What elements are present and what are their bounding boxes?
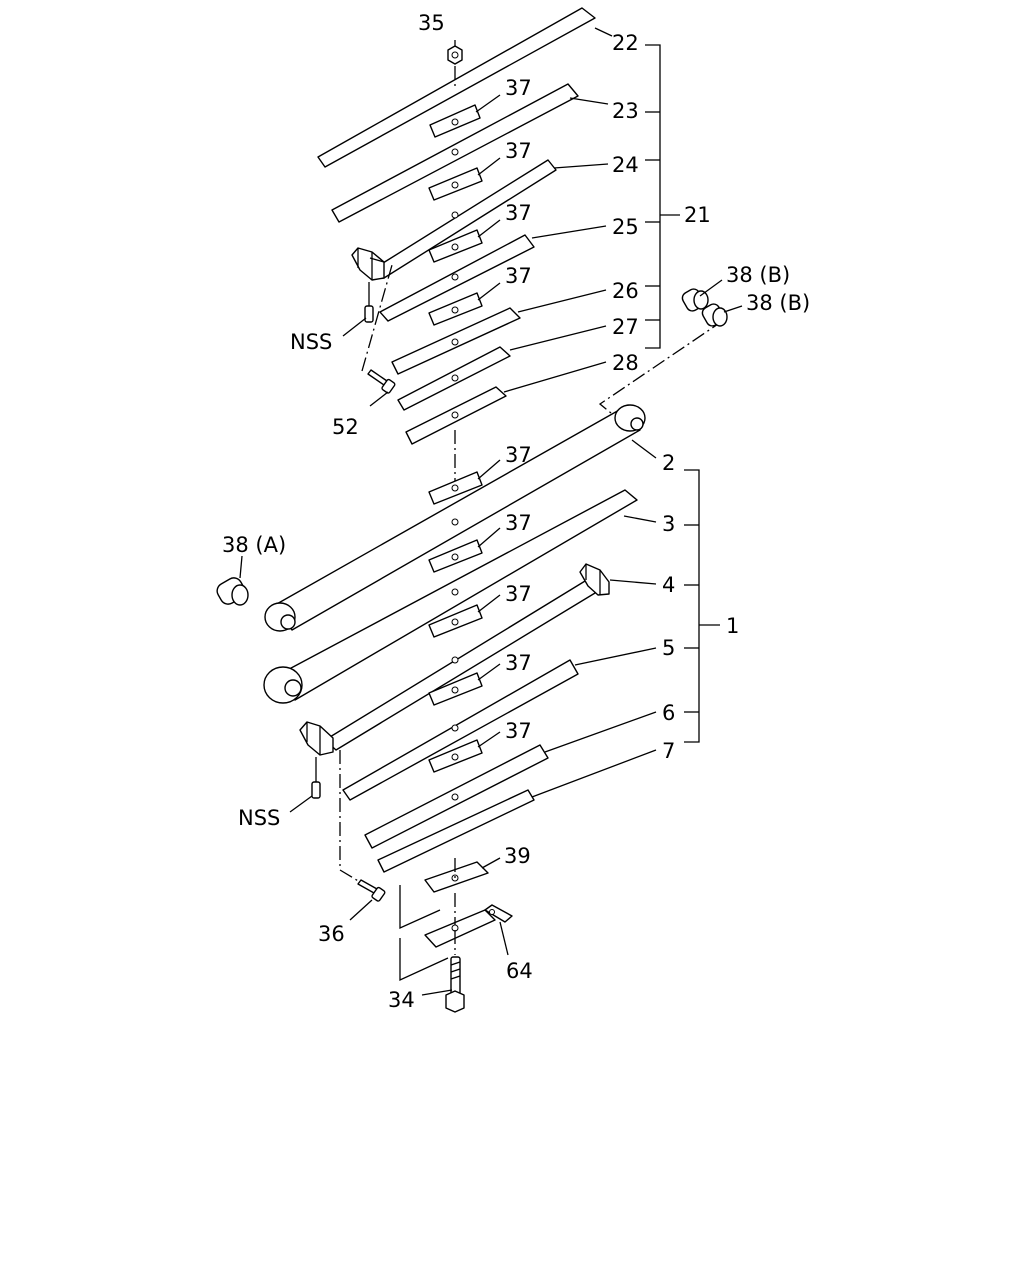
label-nss: NSS bbox=[290, 330, 332, 354]
label-7: 7 bbox=[662, 739, 675, 763]
center-bolt-34 bbox=[445, 930, 465, 1013]
label-37: 37 bbox=[505, 443, 532, 467]
label-2: 2 bbox=[662, 451, 675, 475]
label-37: 37 bbox=[505, 201, 532, 225]
label-1: 1 bbox=[726, 614, 739, 638]
bushing-38a bbox=[216, 577, 249, 606]
label-37: 37 bbox=[505, 76, 532, 100]
label-52: 52 bbox=[332, 415, 359, 439]
label-37: 37 bbox=[505, 139, 532, 163]
label-22: 22 bbox=[612, 31, 639, 55]
label-64: 64 bbox=[506, 959, 533, 983]
label-21: 21 bbox=[684, 203, 711, 227]
label-38b: 38 (B) bbox=[726, 263, 790, 287]
bolt-52 bbox=[361, 264, 396, 394]
leaf-22 bbox=[317, 7, 596, 168]
label-37: 37 bbox=[505, 651, 532, 675]
label-37: 37 bbox=[505, 511, 532, 535]
label-28: 28 bbox=[612, 351, 639, 375]
leaf-2 bbox=[264, 404, 646, 632]
label-nss: NSS bbox=[238, 806, 280, 830]
label-37: 37 bbox=[505, 719, 532, 743]
bolt-36 bbox=[339, 750, 386, 902]
label-5: 5 bbox=[662, 636, 675, 660]
label-39: 39 bbox=[504, 844, 531, 868]
label-35: 35 bbox=[418, 11, 445, 35]
label-4: 4 bbox=[662, 573, 675, 597]
label-26: 26 bbox=[612, 279, 639, 303]
label-34: 34 bbox=[388, 988, 415, 1012]
label-25: 25 bbox=[612, 215, 639, 239]
rebound-clip-upper bbox=[351, 247, 385, 323]
label-38b: 38 (B) bbox=[746, 291, 810, 315]
label-38a: 38 (A) bbox=[222, 533, 286, 557]
rebound-clip-lower bbox=[299, 721, 334, 799]
label-24: 24 bbox=[612, 153, 639, 177]
leaf-7 bbox=[377, 789, 535, 873]
lower-leaf-set bbox=[263, 404, 646, 1013]
label-37: 37 bbox=[505, 264, 532, 288]
leaf-5 bbox=[342, 659, 579, 801]
upper-leaf-set bbox=[317, 7, 725, 490]
leader-lines bbox=[239, 27, 743, 996]
label-23: 23 bbox=[612, 99, 639, 123]
label-37: 37 bbox=[505, 582, 532, 606]
leaf-3 bbox=[263, 489, 638, 704]
label-36: 36 bbox=[318, 922, 345, 946]
plate-64 bbox=[424, 893, 513, 948]
label-27: 27 bbox=[612, 315, 639, 339]
clip-outline bbox=[399, 938, 449, 982]
label-6: 6 bbox=[662, 701, 675, 725]
bushing-38b bbox=[681, 288, 728, 327]
label-3: 3 bbox=[662, 512, 675, 536]
leaf-4 bbox=[324, 563, 610, 751]
callout-labels: 35 22 23 24 25 26 27 28 21 37 37 37 37 3… bbox=[222, 11, 810, 1012]
clip-outline bbox=[399, 885, 441, 930]
